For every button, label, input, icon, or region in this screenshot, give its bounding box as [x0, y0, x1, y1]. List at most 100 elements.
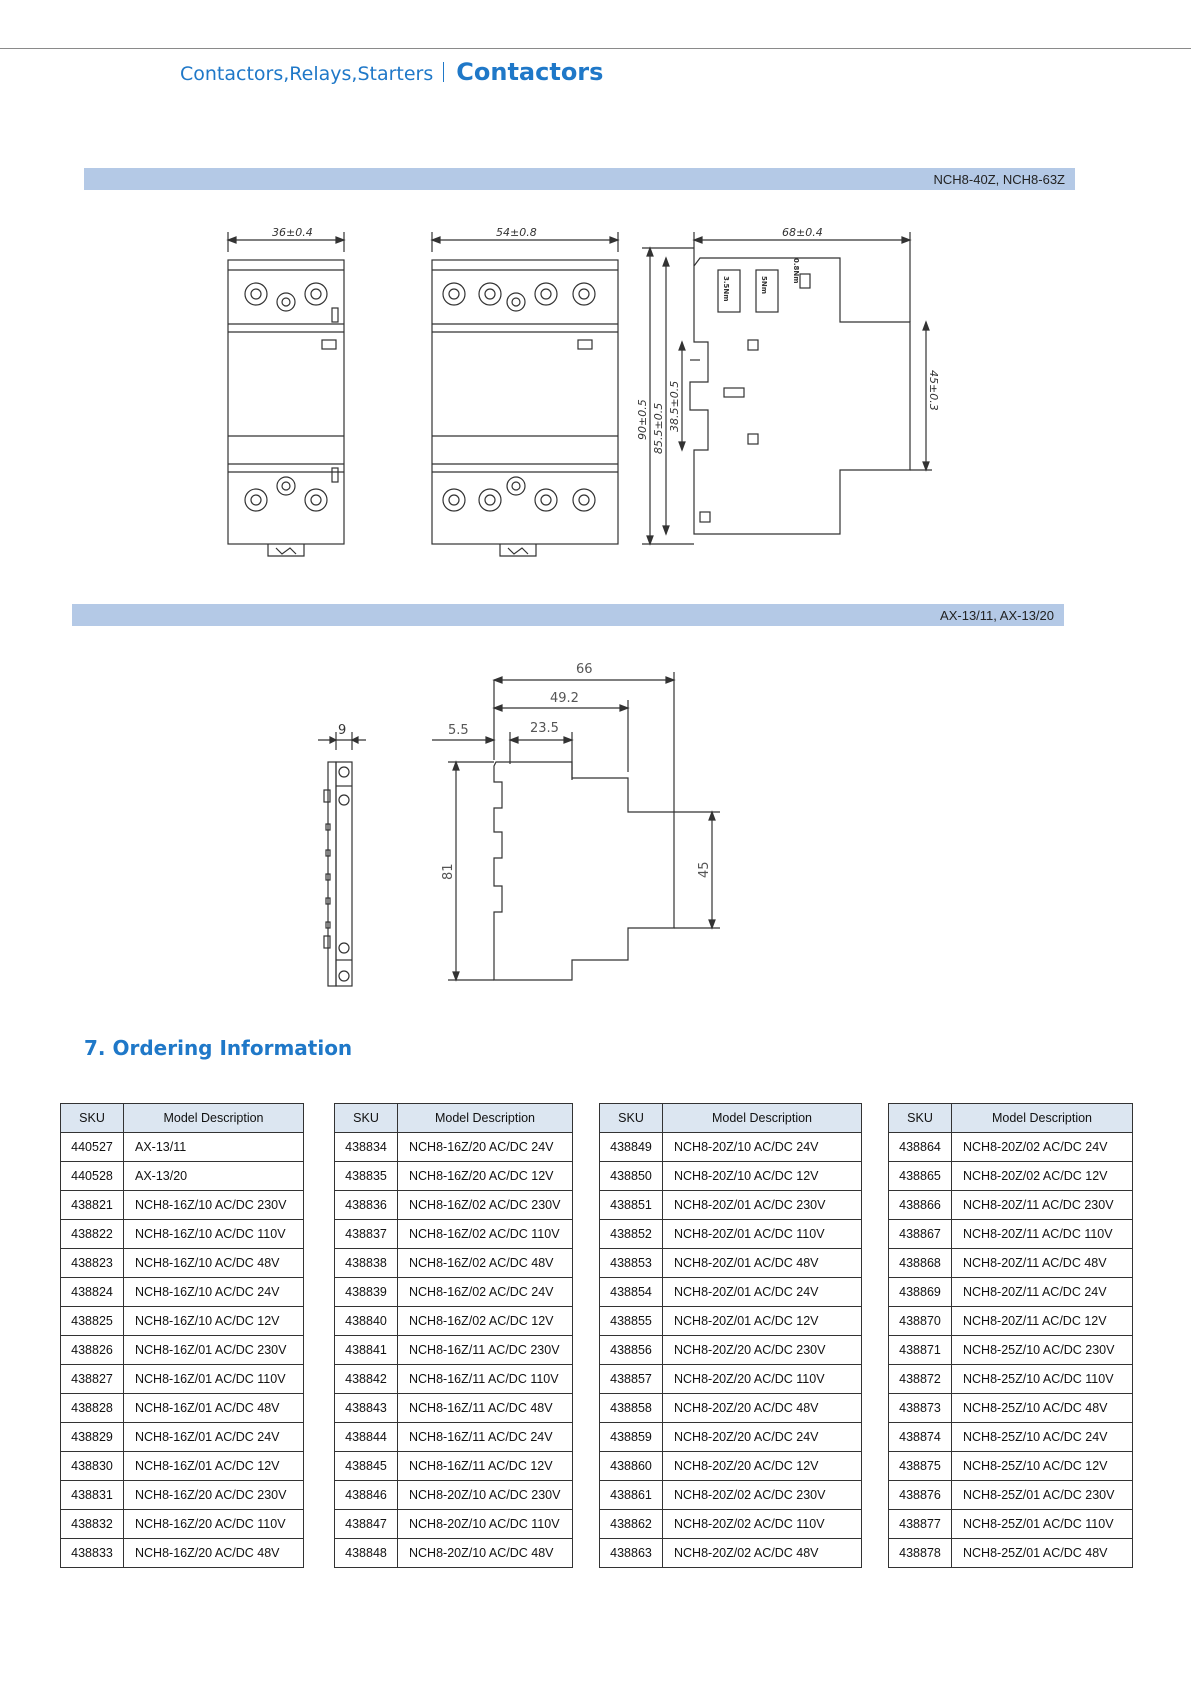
sku-cell: 438826 [60, 1335, 124, 1365]
model-description-cell: NCH8-20Z/11 AC/DC 12V [951, 1306, 1133, 1336]
model-description-cell: NCH8-16Z/11 AC/DC 48V [397, 1393, 573, 1423]
model-description-cell: NCH8-25Z/10 AC/DC 12V [951, 1451, 1133, 1481]
model-description-cell: NCH8-16Z/10 AC/DC 230V [123, 1190, 304, 1220]
page-header: Contactors,Relays,Starters Contactors [180, 58, 603, 88]
sku-cell: 438822 [60, 1219, 124, 1249]
model-description-cell: AX-13/20 [123, 1161, 304, 1191]
torque-label-a: 3.5Nm [722, 276, 730, 302]
model-description-cell: NCH8-25Z/10 AC/DC 48V [951, 1393, 1133, 1423]
model-description-cell: NCH8-20Z/20 AC/DC 48V [662, 1393, 862, 1423]
model-description-cell: NCH8-20Z/20 AC/DC 12V [662, 1451, 862, 1481]
model-description-cell: NCH8-25Z/10 AC/DC 24V [951, 1422, 1133, 1452]
sku-cell: 440528 [60, 1161, 124, 1191]
model-description-cell: NCH8-16Z/10 AC/DC 110V [123, 1219, 304, 1249]
dim-height-body-label: 85.5±0.5 [652, 403, 665, 454]
description-column-header: Model Description [951, 1103, 1133, 1133]
model-description-cell: NCH8-20Z/01 AC/DC 48V [662, 1248, 862, 1278]
sku-cell: 438859 [599, 1422, 663, 1452]
section-band-ax13: AX-13/11, AX-13/20 [72, 604, 1064, 626]
sku-cell: 438878 [888, 1538, 952, 1568]
sku-cell: 438840 [334, 1306, 398, 1336]
model-description-cell: NCH8-16Z/02 AC/DC 12V [397, 1306, 573, 1336]
sku-cell: 438854 [599, 1277, 663, 1307]
torque-label-c: 0.8Nm [792, 258, 800, 284]
dimension-drawing-ax13: 9 66 49.2 5.5 23.5 81 45 [318, 662, 720, 987]
sku-cell: 438865 [888, 1161, 952, 1191]
sku-cell: 438871 [888, 1335, 952, 1365]
model-description-cell: NCH8-16Z/01 AC/DC 230V [123, 1335, 304, 1365]
sku-cell: 438832 [60, 1509, 124, 1539]
sku-cell: 438841 [334, 1335, 398, 1365]
dim-height-front-label: 45±0.3 [927, 370, 940, 411]
sku-column-header: SKU [334, 1103, 398, 1133]
model-description-cell: NCH8-16Z/01 AC/DC 48V [123, 1393, 304, 1423]
model-description-cell: NCH8-16Z/10 AC/DC 24V [123, 1277, 304, 1307]
dim-width-36-label: 36±0.4 [272, 226, 313, 239]
sku-cell: 438874 [888, 1422, 952, 1452]
dim-front-height-label: 45 [697, 861, 712, 878]
description-column-header: Model Description [123, 1103, 304, 1133]
model-description-cell: NCH8-20Z/10 AC/DC 110V [397, 1509, 573, 1539]
model-description-cell: NCH8-20Z/02 AC/DC 24V [951, 1132, 1133, 1162]
sku-cell: 438864 [888, 1132, 952, 1162]
sku-cell: 438823 [60, 1248, 124, 1278]
sku-cell: 438839 [334, 1277, 398, 1307]
model-description-cell: AX-13/11 [123, 1132, 304, 1162]
model-description-cell: NCH8-20Z/01 AC/DC 230V [662, 1190, 862, 1220]
sku-cell: 438838 [334, 1248, 398, 1278]
model-description-cell: NCH8-16Z/01 AC/DC 110V [123, 1364, 304, 1394]
model-description-cell: NCH8-16Z/02 AC/DC 24V [397, 1277, 573, 1307]
model-description-cell: NCH8-20Z/10 AC/DC 12V [662, 1161, 862, 1191]
dim-height-total-label: 90±0.5 [636, 399, 649, 440]
header-title: Contactors [456, 58, 604, 86]
sku-cell: 438834 [334, 1132, 398, 1162]
sku-cell: 438861 [599, 1480, 663, 1510]
sku-cell: 438855 [599, 1306, 663, 1336]
dim-height-inner-label: 38.5±0.5 [668, 381, 681, 432]
sku-cell: 438847 [334, 1509, 398, 1539]
sku-cell: 438843 [334, 1393, 398, 1423]
sku-cell: 438851 [599, 1190, 663, 1220]
side-view-ax13-profile [432, 672, 720, 982]
model-description-cell: NCH8-25Z/10 AC/DC 110V [951, 1364, 1133, 1394]
dim-total-depth-label: 66 [576, 662, 593, 677]
dim-mid-depth-label: 49.2 [550, 691, 579, 706]
model-description-cell: NCH8-20Z/01 AC/DC 12V [662, 1306, 862, 1336]
sku-cell: 438875 [888, 1451, 952, 1481]
sku-cell: 438835 [334, 1161, 398, 1191]
sku-column-header: SKU [60, 1103, 124, 1133]
model-description-cell: NCH8-16Z/01 AC/DC 24V [123, 1422, 304, 1452]
model-description-cell: NCH8-16Z/02 AC/DC 110V [397, 1219, 573, 1249]
description-column-header: Model Description [662, 1103, 862, 1133]
sku-cell: 440527 [60, 1132, 124, 1162]
section-band-nch8: NCH8-40Z, NCH8-63Z [84, 168, 1075, 190]
